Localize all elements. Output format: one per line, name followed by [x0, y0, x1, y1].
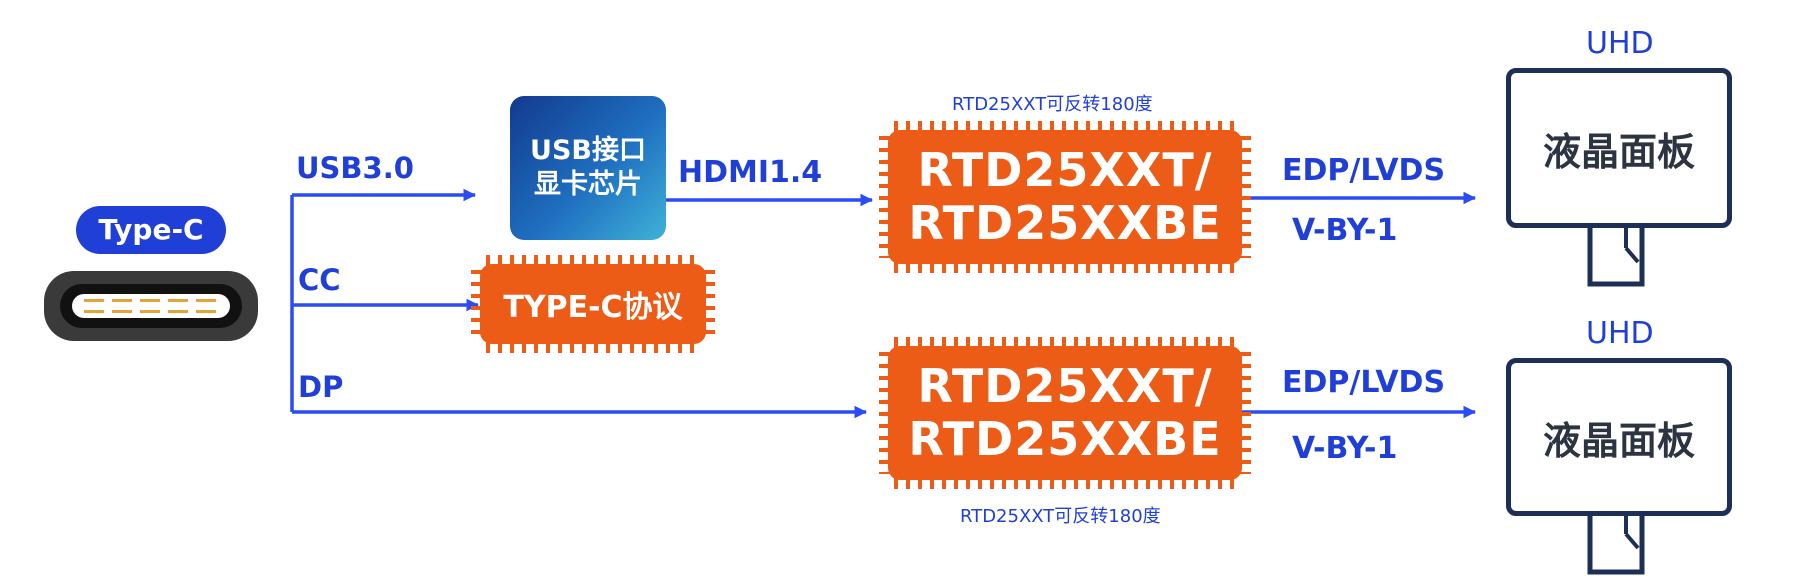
cc-link-label: CC: [298, 263, 341, 297]
monitor-icon: 液晶面板: [1506, 358, 1732, 516]
type-c-label: Type-C: [98, 213, 204, 246]
hdmi-link-label: HDMI1.4: [678, 155, 823, 190]
display-bottom-label: 液晶面板: [1542, 418, 1695, 463]
typec-chip-label: TYPE-C协议: [503, 290, 683, 325]
scaler-chip-bottom: RTD25XXT/ RTD25XXBE: [879, 337, 1251, 489]
scaler-bottom-line1: RTD25XXT/: [917, 359, 1213, 414]
out-bottom-label-2: V-BY-1: [1292, 431, 1398, 466]
dp-link-label: DP: [298, 370, 344, 404]
type-c-badge: Type-C: [76, 206, 226, 254]
typec-protocol-chip: TYPE-C协议: [471, 255, 715, 353]
out-bottom-label-1: EDP/LVDS: [1282, 365, 1446, 400]
monitor-stand-bottom: [1587, 505, 1645, 575]
display-bottom-tag: UHD: [1586, 316, 1654, 351]
scaler-chip-top: RTD25XXT/ RTD25XXBE: [879, 121, 1251, 273]
usb-chip-line2: 显卡芯片: [534, 169, 642, 200]
display-top-label: 液晶面板: [1542, 129, 1695, 174]
usb-c-port-icon: [44, 271, 258, 341]
out-top-label-2: V-BY-1: [1292, 213, 1398, 248]
scaler-bottom-line2: RTD25XXBE: [908, 412, 1222, 466]
usb-chip-line1: USB接口: [530, 135, 646, 167]
scaler-bottom-note: RTD25XXT可反转180度: [960, 506, 1161, 527]
monitor-stand-top: [1587, 219, 1645, 287]
usb-link-label: USB3.0: [296, 151, 414, 185]
scaler-top-line1: RTD25XXT/: [917, 143, 1213, 198]
scaler-top-line2: RTD25XXBE: [908, 196, 1222, 250]
out-top-label-1: EDP/LVDS: [1282, 153, 1446, 188]
display-top-tag: UHD: [1586, 26, 1654, 61]
monitor-icon: 液晶面板: [1506, 68, 1732, 228]
scaler-top-note: RTD25XXT可反转180度: [952, 94, 1153, 115]
usb-display-chip: USB接口 显卡芯片: [510, 96, 666, 240]
